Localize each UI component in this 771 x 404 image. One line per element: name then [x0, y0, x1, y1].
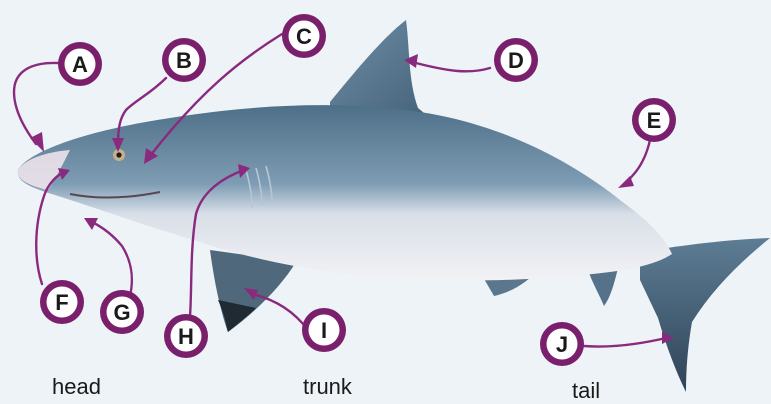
marker-f: F [40, 280, 84, 324]
marker-letter: B [176, 48, 192, 73]
marker-d: D [494, 38, 538, 82]
region-label-tail: tail [572, 378, 600, 404]
region-label-trunk: trunk [303, 374, 352, 400]
marker-a: A [58, 42, 102, 86]
marker-letter: C [296, 24, 312, 49]
marker-letter: A [72, 52, 88, 77]
marker-letter: F [55, 290, 68, 315]
marker-c: C [282, 14, 326, 58]
marker-e: E [632, 98, 676, 142]
eye [113, 149, 125, 161]
marker-letter: J [556, 332, 568, 357]
marker-j: J [540, 322, 584, 366]
marker-h: H [164, 314, 208, 358]
marker-g: G [100, 290, 144, 334]
region-label-head: head [52, 374, 101, 400]
marker-letter: D [508, 48, 524, 73]
marker-letter: E [647, 108, 662, 133]
marker-b: B [162, 38, 206, 82]
marker-i: I [302, 308, 346, 352]
marker-letter: I [321, 318, 327, 343]
marker-letter: G [113, 300, 130, 325]
marker-letter: H [178, 324, 194, 349]
